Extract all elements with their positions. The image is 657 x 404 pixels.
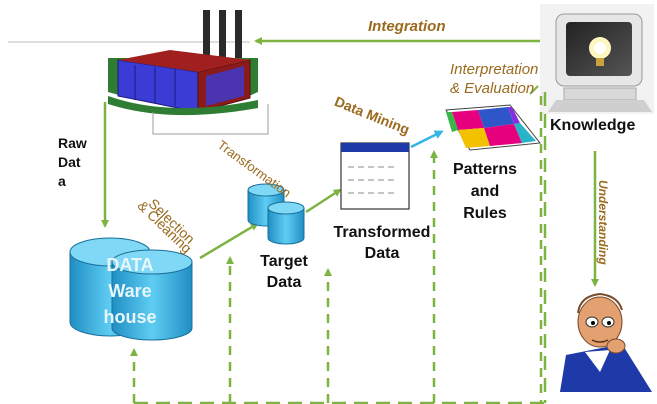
target-data-label-line1: Target: [260, 253, 308, 270]
patterns-label-line1: Patterns: [452, 161, 518, 178]
warehouse-label-line2: Ware: [108, 281, 152, 301]
database-icon: [69, 237, 193, 341]
knowledge-label: Knowledge: [550, 117, 636, 134]
feedback-dashed-lines: [130, 92, 547, 404]
database-icon: [247, 183, 305, 245]
integration-label: Integration: [368, 18, 446, 35]
patterns-label-line2: and: [470, 183, 500, 200]
raw-data-label-line2: Dat: [58, 154, 81, 170]
transformed-data-label-line2: Data: [364, 245, 400, 262]
target-data-label-line2: Data: [266, 274, 302, 291]
transformed-data-label-line1: Transformed: [333, 224, 431, 241]
raw-data-label-line1: Raw: [58, 135, 87, 151]
transformation-arrow: [305, 188, 342, 214]
interpretation-arrow: [529, 85, 539, 95]
warehouse-label-line3: house: [103, 307, 157, 327]
understanding-label: Understanding: [596, 180, 610, 265]
data-mining-arrow: [410, 130, 444, 149]
factory-icon: [108, 10, 258, 116]
puzzle-icon: [445, 104, 541, 151]
evaluation-label: & Evaluation: [450, 80, 535, 97]
factory-frame: [152, 104, 269, 135]
table-icon: [340, 142, 410, 210]
thinking-man-icon: [560, 292, 652, 392]
patterns-label-line3: Rules: [463, 205, 507, 222]
monitor-lightbulb-icon: [540, 4, 654, 114]
raw-data-label-line3: a: [58, 173, 66, 189]
warehouse-label-line1: DATA: [106, 255, 154, 275]
interpretation-label: Interpretation: [450, 61, 539, 78]
selection-arrow: [199, 222, 259, 260]
